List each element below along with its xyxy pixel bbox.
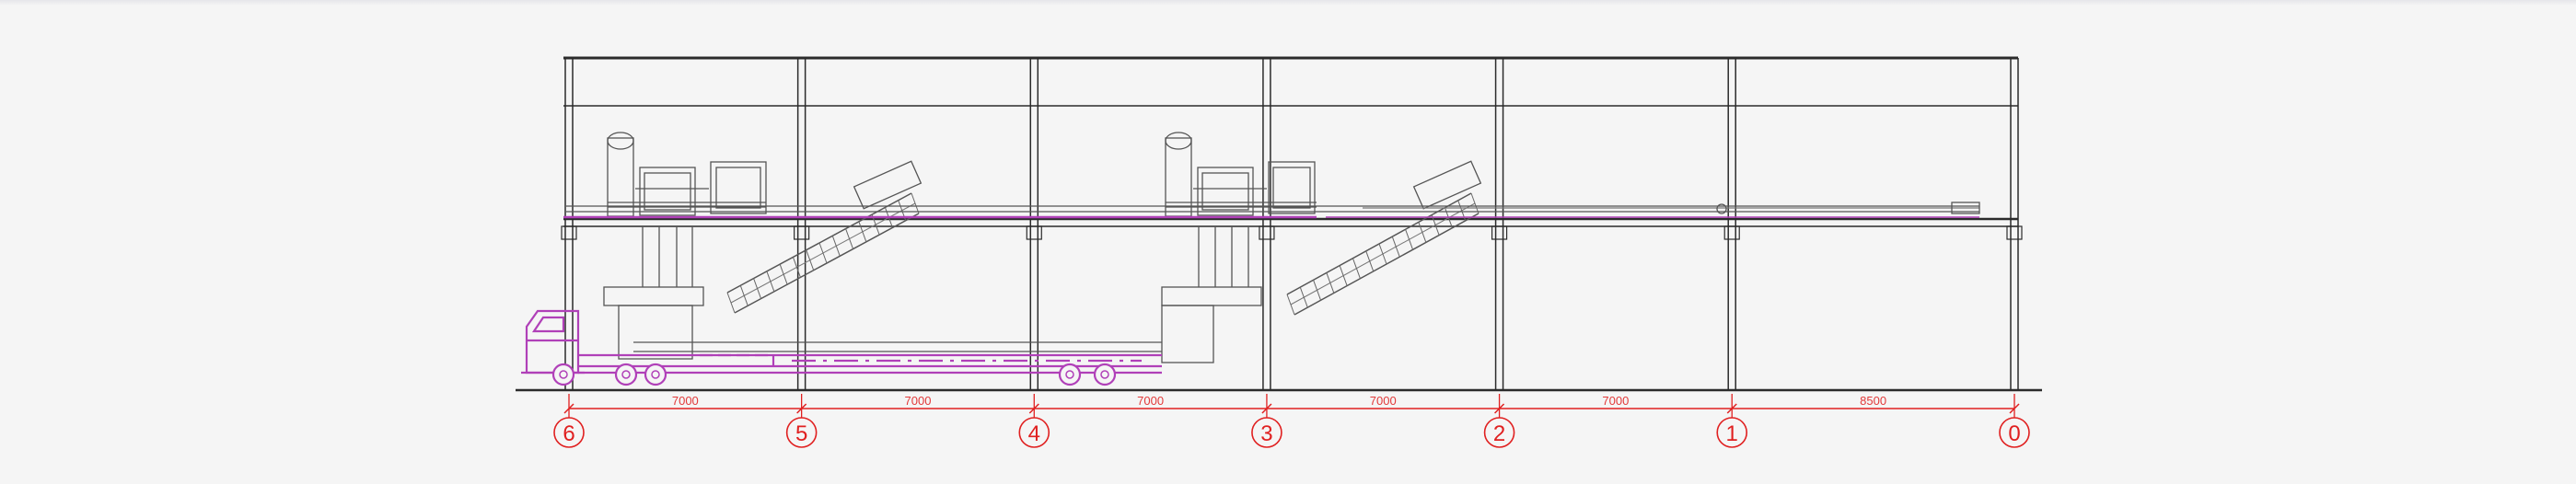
incline-right-web-0	[1286, 294, 1295, 316]
truck-hub-4	[1065, 370, 1074, 379]
axis-bubble-1	[1716, 417, 1748, 448]
column-axis-1-bracket	[1723, 225, 1740, 240]
axis-label-0: 0	[2008, 421, 2020, 446]
truck-hub-3	[651, 370, 660, 379]
dimension-slash-4	[1028, 403, 1039, 414]
axis-label-2: 2	[1493, 421, 1505, 446]
incline-right-web-8	[1391, 236, 1400, 258]
axis-bubble-6	[553, 417, 585, 448]
incline-right-web-6	[1365, 250, 1375, 272]
delivery-truck	[521, 215, 1979, 386]
inclined-conveyor-left	[726, 160, 922, 314]
column-axis-3-bracket	[1259, 225, 1275, 240]
incline-left-web-6	[806, 249, 815, 271]
axis-bubble-0	[1999, 417, 2030, 448]
axis-bubble-3	[1251, 417, 1282, 448]
incline-right-web-14	[1470, 192, 1479, 214]
building-columns	[561, 58, 2023, 390]
incline-right-web-10	[1418, 222, 1427, 243]
dimension-slash-5	[796, 403, 807, 414]
incline-left-web-8	[831, 236, 841, 257]
incline-left-web-2	[753, 278, 762, 299]
building-frame	[516, 56, 2042, 392]
axis-label-4: 4	[1028, 421, 1040, 446]
column-axis-0-bracket	[2006, 225, 2023, 240]
truck-hub-1	[559, 370, 568, 379]
axis-label-3: 3	[1260, 421, 1272, 446]
axis-label-6: 6	[563, 421, 574, 446]
axis-label-5: 5	[795, 421, 807, 446]
dimension-chain: 6 5 4 3 2 1 0 7000 7000 7000 7000 7000 8500	[553, 394, 2030, 448]
machinery	[566, 132, 1980, 363]
incline-left-web-0	[726, 292, 736, 314]
incline-right-web-2	[1313, 280, 1322, 301]
truck-wheel-1	[551, 363, 575, 386]
truck-wheel-4	[1058, 363, 1082, 386]
dimension-slash-0	[2009, 403, 2020, 414]
incline-right-web-9	[1405, 229, 1414, 250]
axis-bubble-4	[1018, 417, 1050, 448]
vertical-chute-right	[1161, 226, 1262, 363]
span-dimension-3: 7000	[1137, 394, 1164, 408]
incline-right-hopper	[1412, 160, 1482, 210]
span-dimension-2: 7000	[905, 394, 932, 408]
incline-left-web-7	[818, 242, 828, 264]
incline-left-web-10	[858, 221, 867, 243]
column-axis-6-bracket	[561, 225, 577, 240]
incline-right-web-11	[1431, 214, 1440, 236]
incline-right-web-3	[1326, 272, 1335, 294]
span-dimension-5: 7000	[1602, 394, 1629, 408]
span-dimension-4: 7000	[1370, 394, 1397, 408]
dimension-slash-1	[1726, 403, 1737, 414]
truck-hub-5	[1100, 370, 1109, 379]
upper-bin-unit-left	[607, 132, 767, 217]
axis-bubble-2	[1483, 417, 1515, 448]
incline-left-hopper	[853, 160, 922, 210]
incline-right-web-7	[1378, 243, 1387, 265]
vertical-chute-left	[603, 226, 704, 360]
truck-wheel-2	[614, 363, 638, 386]
incline-left-web-9	[845, 228, 854, 249]
column-axis-4-bracket	[1026, 225, 1042, 240]
span-dimension-6: 8500	[1860, 394, 1886, 408]
truck-wheel-3	[644, 363, 667, 386]
column-axis-2-bracket	[1491, 225, 1508, 240]
truck-wheels	[551, 363, 1117, 386]
incline-left-web-3	[766, 271, 775, 293]
incline-left-web-5	[792, 257, 801, 278]
incline-left-web-4	[779, 263, 788, 285]
upper-bin-unit-right	[1165, 132, 1317, 217]
incline-right-web-4	[1339, 265, 1348, 286]
incline-left-web-14	[911, 192, 920, 214]
lower-conveyor	[633, 341, 1162, 352]
span-dimension-1: 7000	[672, 394, 699, 408]
dimension-slash-6	[563, 403, 574, 414]
horizontal-conveyor	[566, 202, 1980, 214]
dimension-slash-2	[1494, 403, 1505, 414]
incline-left-web-1	[739, 285, 748, 306]
truck-wheel-5	[1093, 363, 1117, 386]
dimension-slash-3	[1261, 403, 1272, 414]
axis-bubble-5	[785, 417, 818, 448]
truck-cab	[521, 309, 585, 375]
window-top-edge	[0, 0, 2576, 6]
axis-label-1: 1	[1726, 421, 1738, 446]
incline-right-web-5	[1352, 258, 1361, 279]
column-axis-5-bracket	[794, 225, 810, 240]
incline-right-web-1	[1299, 286, 1308, 308]
inclined-conveyor-right	[1286, 160, 1482, 316]
truck-hub-2	[621, 370, 631, 379]
